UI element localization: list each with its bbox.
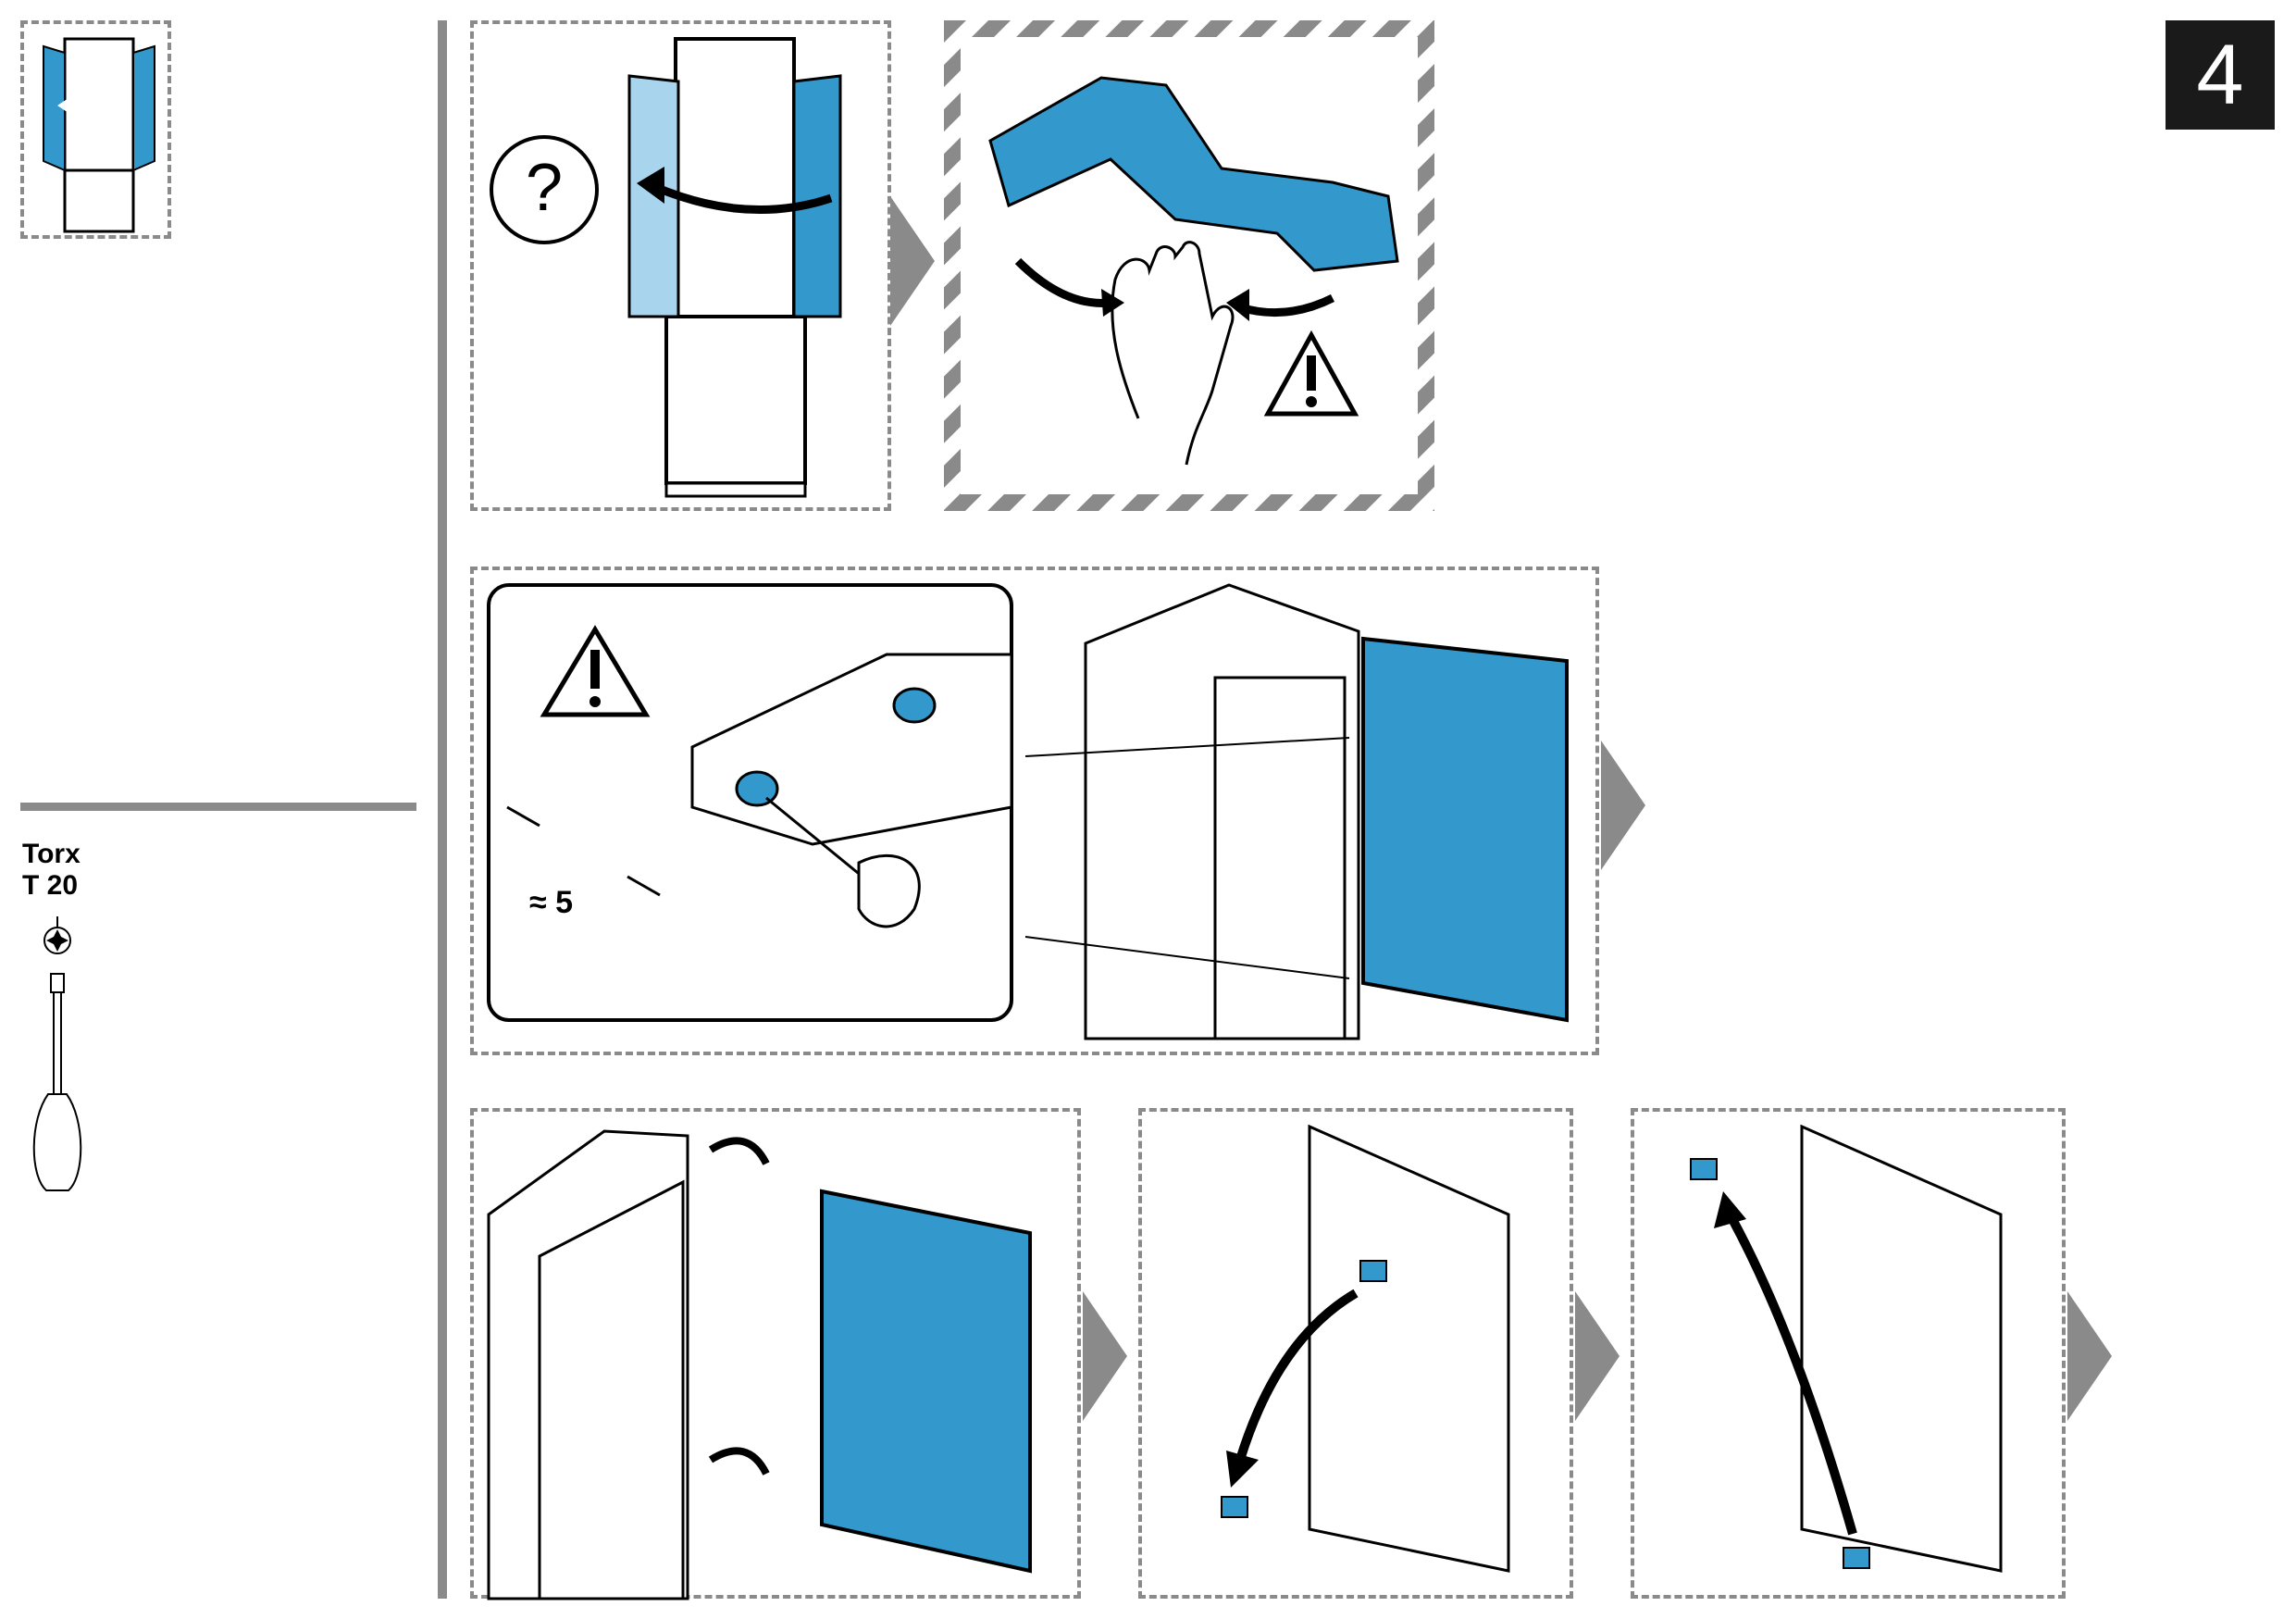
arrow-right-icon [1601, 741, 1645, 870]
tool-label: Torx T 20 [22, 839, 81, 902]
panel-hinge-screw: ≈ 5 [470, 567, 1599, 1055]
vertical-divider [438, 20, 447, 1599]
panel-hinge-warning [944, 20, 1434, 511]
panel-remove-door [470, 1108, 1081, 1600]
panel-move-hinges-down [1138, 1108, 1573, 1599]
arrow-right-icon [890, 196, 935, 326]
hinge-screw-illustration [487, 583, 1569, 1040]
step-number: 4 [2196, 27, 2244, 122]
overview-thumbnail [20, 20, 171, 239]
svg-text:?: ? [526, 151, 563, 225]
fridge-thumbnail-icon [43, 37, 155, 233]
hinge-shape [988, 76, 1399, 272]
arrow-right-icon [1575, 1291, 1620, 1421]
panel-move-hinges-up [1631, 1108, 2066, 1599]
move-hinges-illustration-1 [1221, 1124, 1510, 1573]
arrow-right-icon [1083, 1291, 1127, 1421]
hinge-warning-illustration [944, 20, 1434, 511]
tool-divider [20, 803, 416, 811]
remove-door-illustration [487, 1129, 1032, 1600]
screwdriver-icon [32, 916, 82, 1191]
measure-label: ≈ 5 [529, 885, 574, 920]
tool-name: Torx [22, 839, 81, 869]
move-hinges-illustration-2 [1690, 1124, 2003, 1573]
arrow-right-icon [2067, 1291, 2112, 1421]
step-number-badge: 4 [2166, 20, 2275, 130]
tool-size: T 20 [22, 870, 79, 901]
question-icon [490, 135, 599, 244]
door-swap-illustration: ? [490, 37, 842, 498]
panel-door-swap-question: ? [470, 20, 891, 511]
